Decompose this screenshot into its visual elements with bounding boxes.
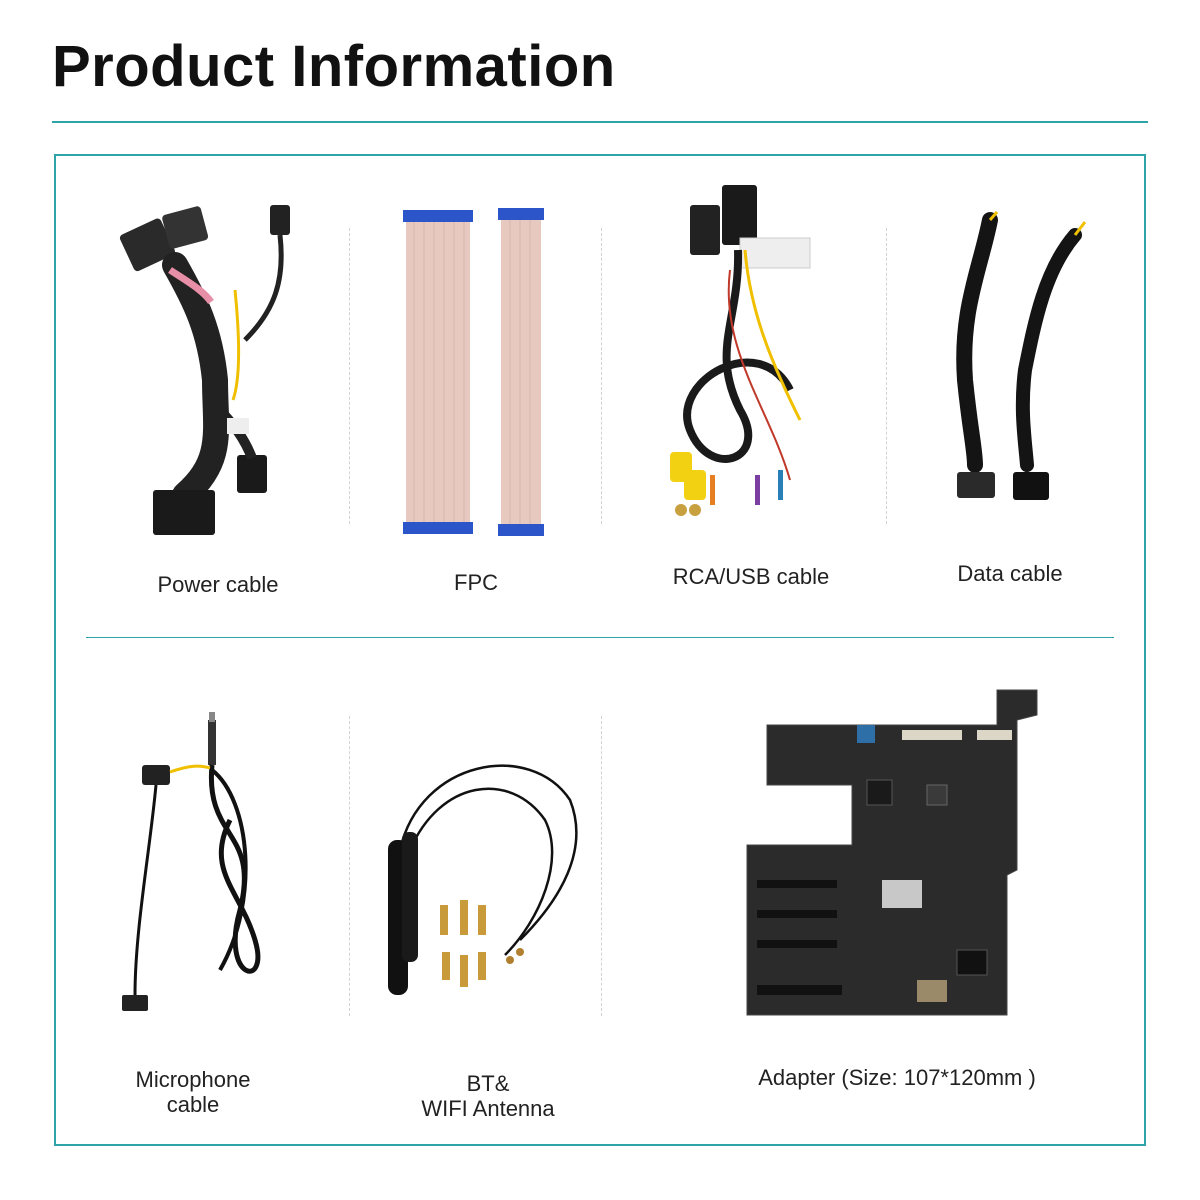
adapter-label: Adapter (Size: 107*120mm ) — [758, 1065, 1036, 1090]
antenna-label-line1: BT& — [466, 1071, 510, 1096]
column-separator — [601, 716, 602, 1016]
rca-usb-cable-icon — [650, 180, 830, 525]
adapter-board-icon — [742, 685, 1062, 1025]
product-frame — [54, 154, 1146, 1146]
data-cable-label: Data cable — [957, 561, 1063, 586]
antenna-label: BT& WIFI Antenna — [388, 1071, 588, 1121]
row-divider — [86, 637, 1114, 638]
power-cable-label: Power cable — [157, 572, 279, 597]
page-title: Product Information — [52, 34, 616, 99]
column-separator — [349, 716, 350, 1016]
microphone-cable-label: Microphone cable — [113, 1067, 273, 1117]
fpc-label: FPC — [454, 570, 498, 595]
column-separator — [886, 228, 887, 524]
rca-usb-cable-label: RCA/USB cable — [672, 564, 830, 589]
column-separator — [349, 228, 350, 524]
fpc-ribbon-icon — [398, 205, 558, 540]
column-separator — [601, 228, 602, 524]
antenna-label-line2: WIFI Antenna — [421, 1096, 555, 1121]
title-divider — [52, 121, 1148, 123]
power-cable-icon — [115, 190, 315, 550]
microphone-cable-label-line2: cable — [166, 1092, 220, 1117]
antenna-icon — [380, 740, 590, 1005]
microphone-cable-label-line1: Microphone — [135, 1067, 251, 1092]
microphone-cable-icon — [110, 710, 290, 1020]
data-cable-icon — [935, 210, 1095, 510]
